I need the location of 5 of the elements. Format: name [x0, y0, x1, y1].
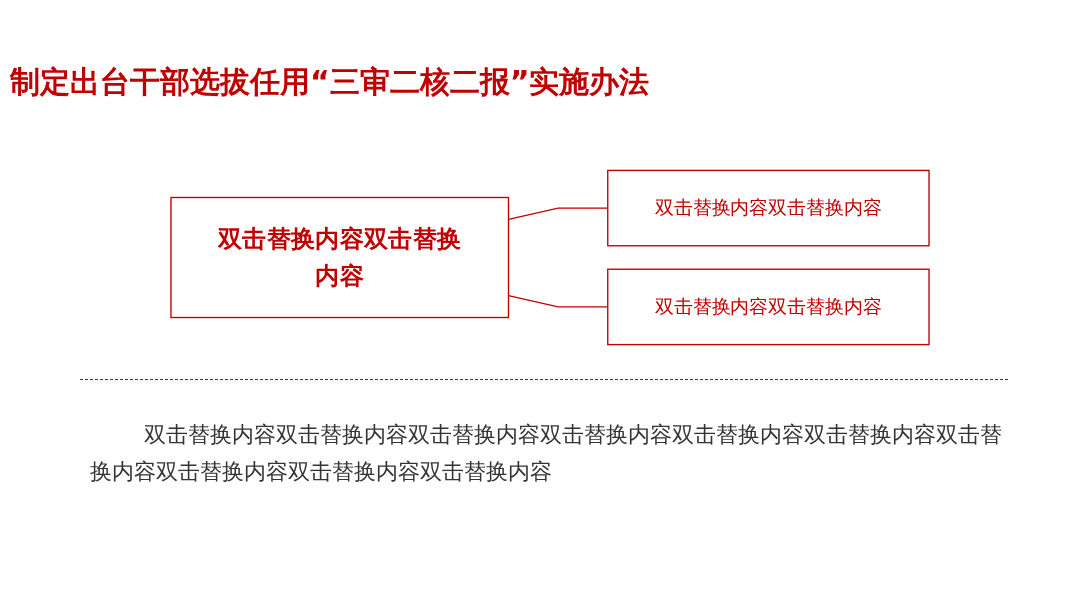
body-paragraph: 双击替换内容双击替换内容双击替换内容双击替换内容双击替换内容双击替换内容双击替换内容双击替换内容双击替换内容双击替换内容 — [90, 421, 1003, 487]
text-box: 双击替换内容双击替换内容 — [607, 268, 930, 346]
title: 制定出台干部选拔任用“三审二核二报”实施办法 — [10, 63, 650, 101]
text-box: 双击替换内容双击替换内容 — [607, 169, 930, 247]
text-box: 双击替换内容双击替换内容 — [170, 196, 510, 319]
